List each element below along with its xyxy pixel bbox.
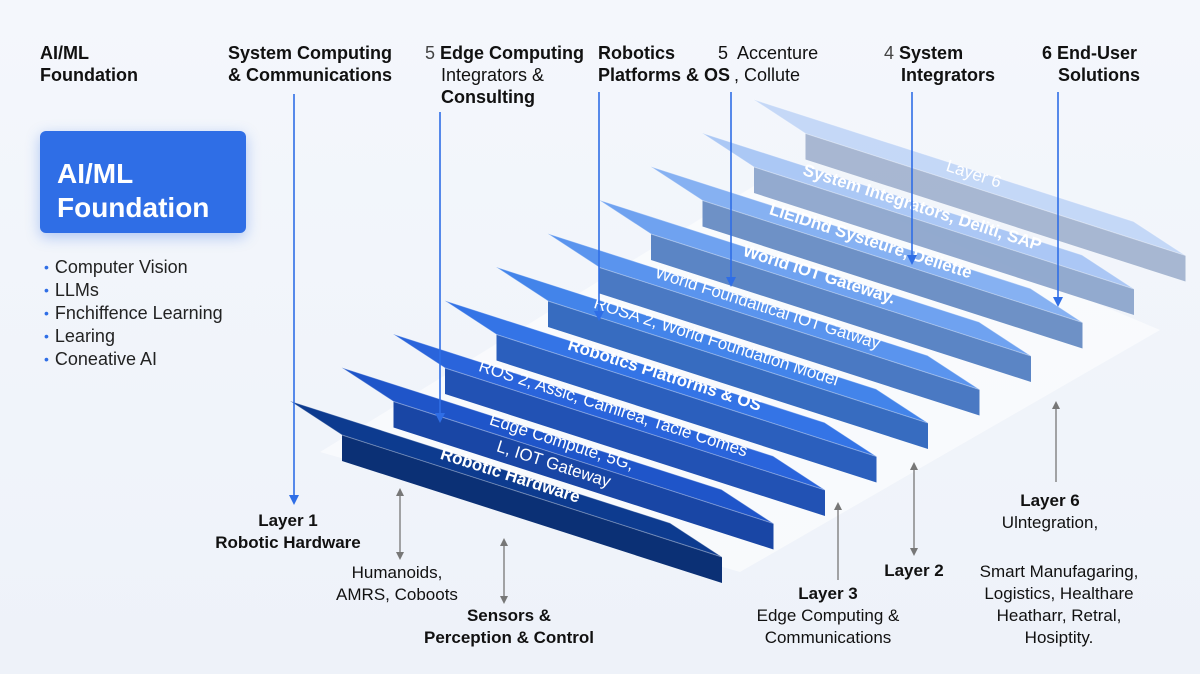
header-line: Foundation [40,65,138,85]
label-line: Ulntegration, [1001,513,1099,532]
bullet-item: • LLMs [44,279,254,302]
layer-slab-front [805,133,1186,282]
label-line: AMRS, Coboots [336,585,458,604]
bullet-text: Fnchiffence Learning [54,303,223,323]
layer-slab-front [754,167,1134,315]
layer-slab-top [650,166,1083,323]
label-line: Layer 6 [1020,491,1080,510]
label-line: Robotic Hardware [215,533,361,552]
header-line: End-User [1057,43,1138,63]
label-line: Smart Manufagaring, [979,562,1139,581]
layer-slab-front [445,368,825,516]
layer-slab-10 [753,99,1186,282]
header-line: AI/ML [40,43,89,63]
layer-slab-front [393,401,774,550]
layer-slab-top [753,99,1186,256]
header-line: Integrators & [441,65,545,85]
layer-slab-6 [547,233,980,416]
header-number: 6 [1042,43,1053,63]
bullet-text: Computer Vision [54,257,188,277]
label-layer6: Layer 6 Ulntegration, [966,490,1134,534]
header-line: , Collute [734,65,801,85]
layer-slab-front [651,234,1031,382]
header-line: & Communications [228,65,393,85]
bullet-item: • Coneative AI [44,348,254,371]
header-end-user: 6 End-User Solutions [1042,42,1140,86]
bullet-dot-icon: • [44,282,49,298]
layer-slab-3 [392,333,826,516]
bullet-dot-icon: • [44,259,49,275]
label-line: Sensors & [466,606,552,625]
layer-slab-4 [444,300,877,483]
layer-slab-8 [650,166,1083,349]
header-line: Accenture [737,43,819,63]
bullet-item: • Computer Vision [44,256,254,279]
label-humanoids: Humanoids, AMRS, Coboots [308,562,486,606]
layer-slab-top [701,132,1135,290]
bullet-text: Coneative AI [54,349,157,369]
header-line: Solutions [1058,65,1140,85]
layer-slab-9 [701,132,1135,315]
header-line: Integrators [901,65,996,85]
bullet-item: • Fnchiffence Learning [44,302,254,325]
label-end-user-solutions: Smart Manufagaring, Logistics, Healthare… [954,561,1164,649]
layer-slab-top [289,400,723,558]
header-accenture: 5 Accenture , Collute [718,42,818,86]
card-title: AI/ML Foundation [57,158,210,223]
label-line: Layer 1 [258,511,318,530]
header-system-computing: System Computing & Communications [228,42,392,86]
header-number: 5 [718,43,729,63]
header-line: System [899,43,964,63]
header-number: 5 [425,43,436,63]
header-line: Edge Computing [440,43,585,63]
bullet-text: LLMs [54,280,99,300]
bullet-dot-icon: • [44,328,49,344]
header-robotics-platforms: Robotics Platforms & OS [598,42,730,86]
layer-slab-top [547,233,980,390]
label-line: Hosiptity. [1024,628,1094,647]
label-layer1: Layer 1 Robotic Hardware [196,510,380,554]
layer-slab-front [599,267,980,416]
header-number: 4 [884,43,895,63]
layer-slab-front [496,334,877,483]
header-line: Platforms & OS [598,65,731,85]
label-line: Heatharr, Retral, [996,606,1122,625]
ai-ml-foundation-card: AI/ML Foundation [40,131,246,233]
label-line: Logistics, Healthare [984,584,1134,603]
layer-slab-top [341,367,774,524]
label-layer2: Layer 2 [866,560,962,582]
label-layer3: Layer 3 Edge Computing & Communications [732,583,924,649]
layer-slab-top [444,300,877,457]
layer-slab-top [495,266,929,424]
label-line: Perception & Control [423,628,594,647]
layer-slab-front [342,435,722,583]
layer-slab-front [702,200,1083,349]
bullet-item: • Learing [44,325,254,348]
header-line: Consulting [441,87,535,107]
layer-slab-2 [341,367,774,550]
bullet-text: Learing [54,326,115,346]
layer-slab-top [598,199,1032,357]
layer-slab-5 [495,266,929,449]
ai-ml-bullet-list: • Computer Vision • LLMs • Fnchiffence Learni… [44,256,254,371]
header-ai-ml: AI/ML Foundation [40,42,138,86]
layer-slab-1 [289,400,723,583]
bullet-dot-icon: • [44,305,49,321]
label-line: Edge Computing & [756,606,900,625]
label-line: Humanoids, [351,563,443,582]
label-line: Layer 2 [884,561,944,580]
layer-slab-top [392,333,826,491]
header-edge-computing: 5 Edge Computing Integrators & Consultin… [425,42,584,108]
header-system-integrators: 4 System Integrators [884,42,995,86]
layer-slab-front [548,301,928,449]
header-line: System Computing [228,43,393,63]
header-line: Robotics [598,43,676,63]
layer-slab-7 [598,199,1032,382]
label-line: Communications [764,628,892,647]
label-sensors: Sensors & Perception & Control [402,605,616,649]
bullet-dot-icon: • [44,351,49,367]
label-line: Layer 3 [798,584,858,603]
